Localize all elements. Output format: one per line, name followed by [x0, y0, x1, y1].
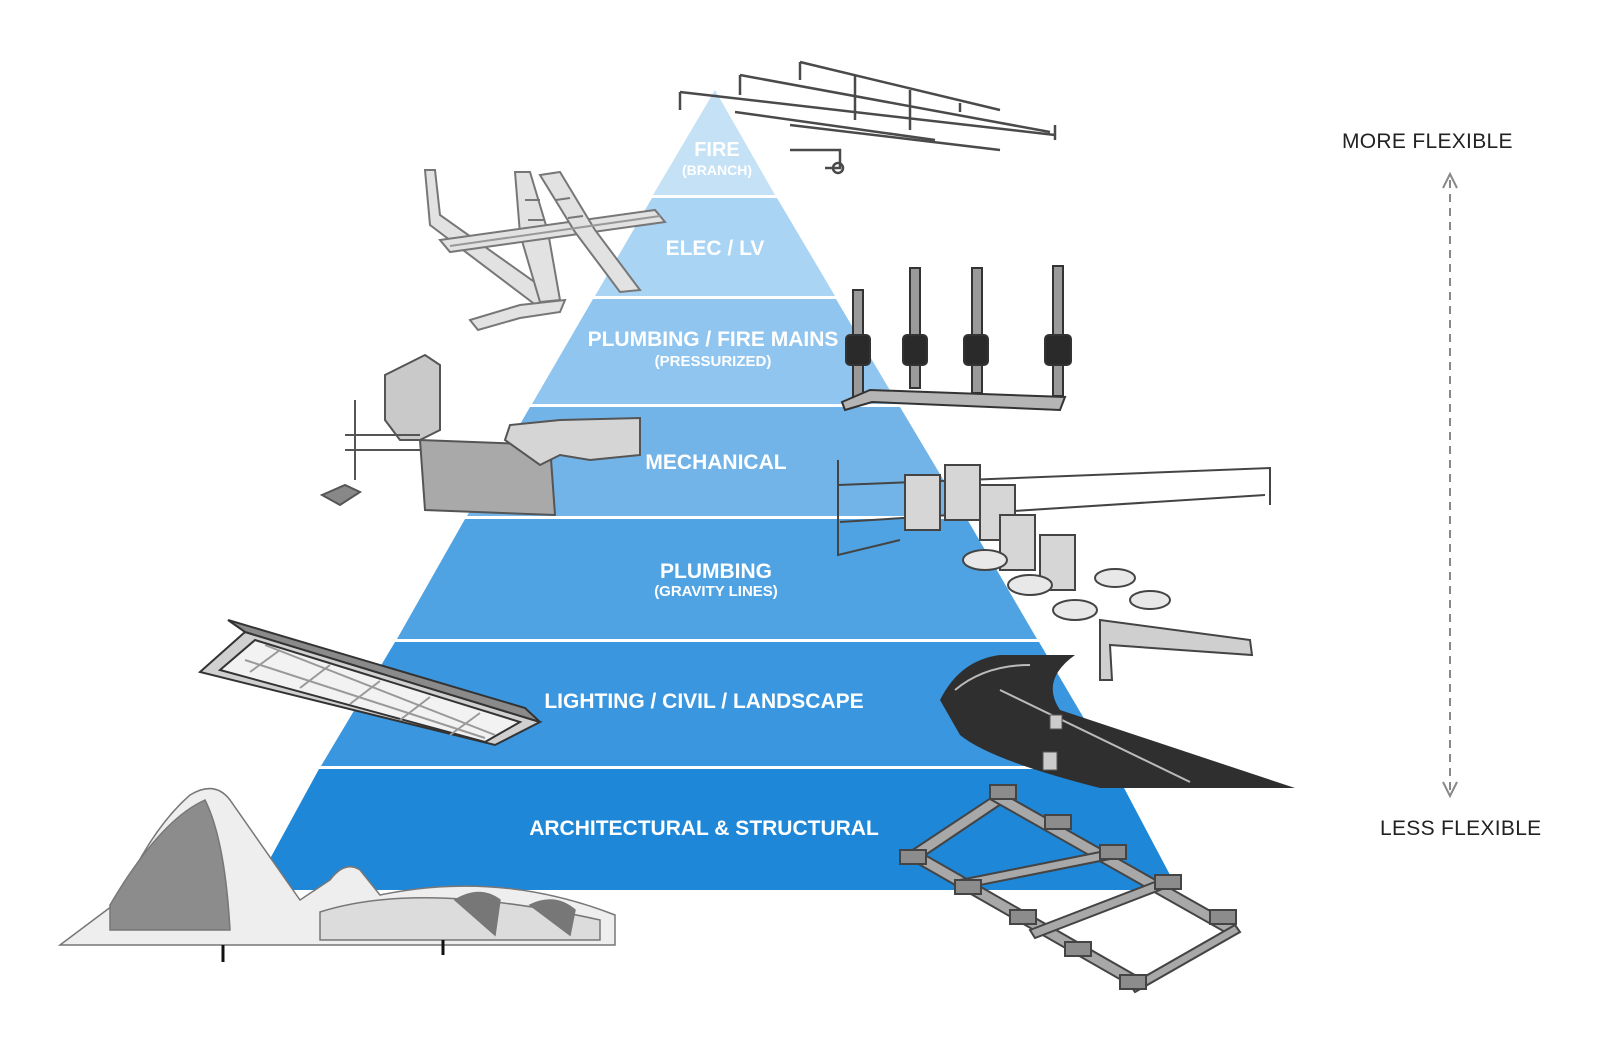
- tier-plumbing-gravity: [397, 519, 1037, 639]
- cable-tray-icon: [423, 169, 667, 332]
- fire-main-risers-icon: [840, 265, 1072, 412]
- toilet-fixtures-icon: [837, 460, 1271, 681]
- less-flexible-label: LESS FLEXIBLE: [1380, 817, 1542, 840]
- building-icon: [57, 787, 616, 962]
- tier-architectural: [253, 769, 1178, 890]
- tier-plumbing-gravity-sublabel: (GRAVITY LINES): [654, 583, 778, 600]
- tier-fire: [653, 90, 775, 195]
- road-curve-icon: [940, 655, 1295, 788]
- tier-fire-label: FIRE: [694, 139, 740, 161]
- ductwork-icon: [319, 353, 641, 517]
- tier-fire-sublabel: (BRANCH): [682, 162, 752, 178]
- tier-plumbing-fire-mains: [532, 299, 898, 404]
- foundation-grid-icon: [899, 784, 1242, 994]
- tier-plumbing-fire-mains-label: PLUMBING / FIRE MAINS: [588, 328, 839, 351]
- fire-branch-piping-icon: [678, 60, 1057, 175]
- light-fixture-icon: [197, 619, 543, 747]
- more-flexible-label: MORE FLEXIBLE: [1342, 130, 1513, 153]
- tier-architectural-label: ARCHITECTURAL & STRUCTURAL: [529, 817, 879, 840]
- tier-lighting-civil: [321, 642, 1112, 766]
- tier-plumbing-fire-mains-sublabel: (PRESSURIZED): [655, 353, 772, 370]
- tier-mechanical-label: MECHANICAL: [645, 451, 786, 474]
- tier-elec-label: ELEC / LV: [666, 237, 765, 260]
- pyramid: [253, 90, 1178, 890]
- tier-lighting-civil-label: LIGHTING / CIVIL / LANDSCAPE: [544, 690, 863, 713]
- tier-plumbing-gravity-label: PLUMBING: [660, 560, 772, 583]
- flexibility-scale-arrow: [1442, 171, 1458, 799]
